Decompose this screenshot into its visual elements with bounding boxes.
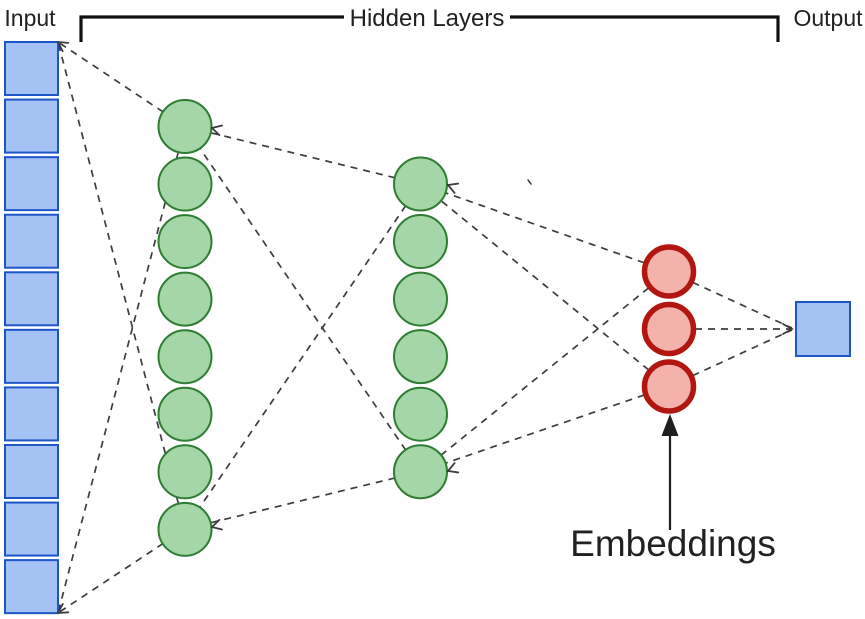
output-layer <box>795 301 851 357</box>
input-node <box>4 501 59 557</box>
hidden-node <box>157 329 213 385</box>
hidden-node <box>393 156 448 212</box>
hidden-node <box>157 99 213 154</box>
hidden-node <box>393 386 448 442</box>
input-node <box>4 443 59 499</box>
connection-arrowheads <box>56 40 794 615</box>
connection-line <box>184 126 422 473</box>
hidden-node <box>393 271 448 327</box>
output-label: Output <box>793 5 863 31</box>
hidden-layer-1 <box>157 99 213 557</box>
hidden-node <box>157 501 213 557</box>
connection-line <box>420 385 670 473</box>
input-node <box>4 41 59 96</box>
input-node <box>4 559 59 615</box>
connections <box>57 41 793 614</box>
embeddings-layer <box>641 244 697 414</box>
input-label: Input <box>4 5 56 31</box>
arrowhead-icon <box>56 603 70 615</box>
embedding-node <box>641 244 697 299</box>
embedding-node <box>641 301 697 357</box>
input-node <box>4 386 59 442</box>
connection-line <box>57 41 186 530</box>
input-node <box>4 271 59 327</box>
connection-line <box>419 183 670 388</box>
output-node <box>795 301 851 357</box>
connection-line <box>419 270 670 473</box>
input-node <box>4 98 59 154</box>
connection-line <box>184 183 422 530</box>
input-node <box>4 213 59 269</box>
input-node <box>4 328 59 384</box>
hidden-node <box>393 329 448 385</box>
hidden-layers-bracket <box>79 15 780 42</box>
embedding-node <box>641 359 697 414</box>
connection-line <box>420 183 670 273</box>
connection-line <box>184 125 421 185</box>
hidden-layers-label: Hidden Layers <box>350 5 505 32</box>
stray-mark <box>527 179 532 185</box>
embeddings-label: Embeddings <box>570 523 776 564</box>
hidden-node <box>157 214 213 270</box>
arrowhead-icon <box>56 40 70 53</box>
connection-line <box>184 470 421 530</box>
hidden-node <box>157 271 213 327</box>
hidden-node <box>393 214 448 270</box>
embeddings-arrowhead-icon <box>661 414 679 436</box>
input-node <box>4 156 59 212</box>
arrowhead-icon <box>210 124 223 137</box>
connection-line <box>668 270 793 329</box>
arrowhead-icon <box>782 323 794 335</box>
arrowhead-icon <box>210 518 223 531</box>
connection-line <box>57 126 186 614</box>
hidden-layer-2 <box>393 156 448 500</box>
connection-line <box>668 329 793 388</box>
input-layer <box>4 41 59 615</box>
arrowhead-icon <box>446 182 460 194</box>
arrowhead-icon <box>446 462 460 474</box>
hidden-node <box>393 444 448 500</box>
hidden-node <box>157 386 213 442</box>
hidden-node <box>157 444 213 500</box>
hidden-node <box>157 156 213 212</box>
